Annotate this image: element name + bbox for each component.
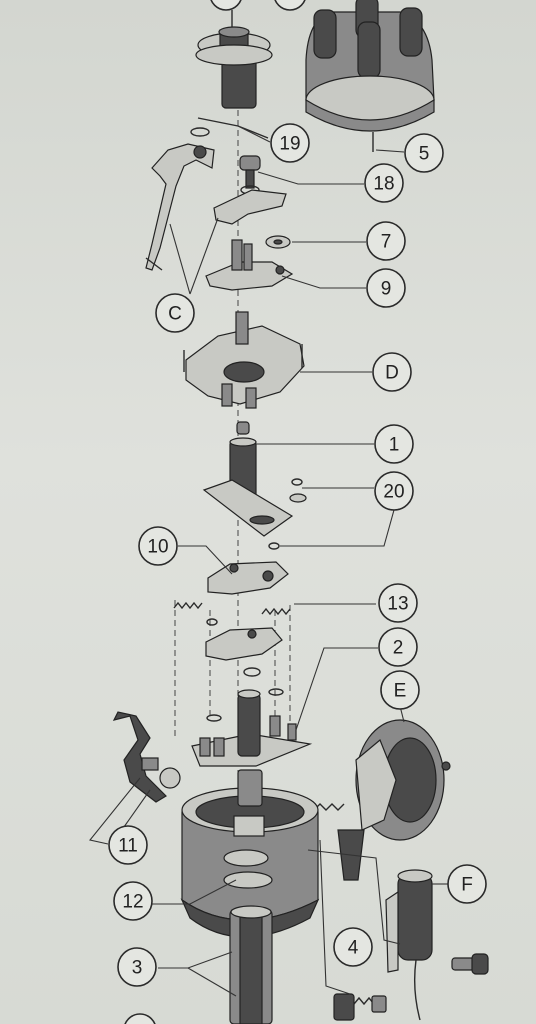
callout-13: 13 xyxy=(378,583,418,623)
leader-10 xyxy=(178,545,233,575)
leader-9 xyxy=(281,275,366,289)
callout-19-label: 19 xyxy=(279,134,300,155)
callout-3: 3 xyxy=(117,947,157,987)
leader-c-1 xyxy=(169,223,191,295)
spring-13-right xyxy=(261,607,291,616)
callout-19: 19 xyxy=(270,123,310,163)
callout-4: 4 xyxy=(333,927,373,967)
leader-11-a xyxy=(89,777,141,845)
callout-13-label: 13 xyxy=(387,594,408,615)
callout-partial-right xyxy=(274,0,306,11)
cam-shaft-1-part xyxy=(202,421,294,537)
callout-7: 7 xyxy=(366,221,406,261)
screw-18-part xyxy=(213,155,287,225)
callout-20: 20 xyxy=(374,471,414,511)
callout-f-label: F xyxy=(461,875,473,896)
callout-9: 9 xyxy=(366,268,406,308)
callout-e-label: E xyxy=(394,681,407,702)
contact-breaker-arm-part xyxy=(145,143,215,271)
vacuum-unit-e-part xyxy=(289,719,451,881)
callout-5-label: 5 xyxy=(419,144,430,165)
clip-19-part xyxy=(197,117,269,139)
weight-lower-part xyxy=(205,627,283,661)
leader-5 xyxy=(375,149,405,153)
leader-18 xyxy=(257,171,364,185)
callout-1-label: 1 xyxy=(389,435,400,456)
distributor-cap-part xyxy=(305,0,435,152)
washer-20b xyxy=(289,493,307,503)
action-plate-shaft-2-part xyxy=(191,689,313,767)
callout-e: E xyxy=(380,670,420,710)
callout-11: 11 xyxy=(108,825,148,865)
callout-d-label: D xyxy=(385,363,399,384)
washer-19 xyxy=(190,127,210,137)
spring-13-left xyxy=(173,601,203,610)
leader-f-body xyxy=(307,849,401,945)
callout-10: 10 xyxy=(138,526,178,566)
condenser-f-part xyxy=(385,869,489,1021)
weight-10-part xyxy=(207,561,289,595)
callout-1: 1 xyxy=(374,424,414,464)
callout-11-label: 11 xyxy=(118,836,138,857)
callout-4-label: 4 xyxy=(348,938,359,959)
leader-20b xyxy=(280,509,395,547)
callout-10-label: 10 xyxy=(147,537,168,558)
callout-c-label: C xyxy=(168,304,182,325)
callout-d: D xyxy=(372,352,412,392)
leader-2 xyxy=(295,647,378,731)
rotor-part xyxy=(195,10,273,109)
leader-4 xyxy=(319,839,351,995)
plate-9-part xyxy=(205,239,294,291)
callout-5: 5 xyxy=(404,133,444,173)
callout-18: 18 xyxy=(364,163,404,203)
callout-partial-left xyxy=(210,0,242,11)
callout-2: 2 xyxy=(378,627,418,667)
distributor-body-part xyxy=(180,769,320,938)
callout-2-label: 2 xyxy=(393,638,404,659)
callout-3-label: 3 xyxy=(132,958,143,979)
callout-12: 12 xyxy=(113,881,153,921)
drive-shaft-3-part xyxy=(229,905,273,1024)
callout-20-label: 20 xyxy=(383,482,404,503)
terminal-4-part xyxy=(333,993,387,1021)
callout-c: C xyxy=(155,293,195,333)
callout-partial-bottom xyxy=(124,1013,156,1024)
callout-7-label: 7 xyxy=(381,232,392,253)
leader-19 xyxy=(237,125,271,143)
washer-20c xyxy=(268,542,280,550)
clip-11-part xyxy=(112,711,181,803)
leader-3-b xyxy=(187,967,237,997)
callout-9-label: 9 xyxy=(381,279,392,300)
callout-f: F xyxy=(447,864,487,904)
base-plate-d-part xyxy=(183,311,305,409)
callout-12-label: 12 xyxy=(122,892,143,913)
leader-12 xyxy=(152,879,237,905)
leader-3-a xyxy=(158,951,233,969)
callout-18-label: 18 xyxy=(373,174,394,195)
washer-20a xyxy=(291,478,303,486)
leader-c-2 xyxy=(189,217,219,295)
